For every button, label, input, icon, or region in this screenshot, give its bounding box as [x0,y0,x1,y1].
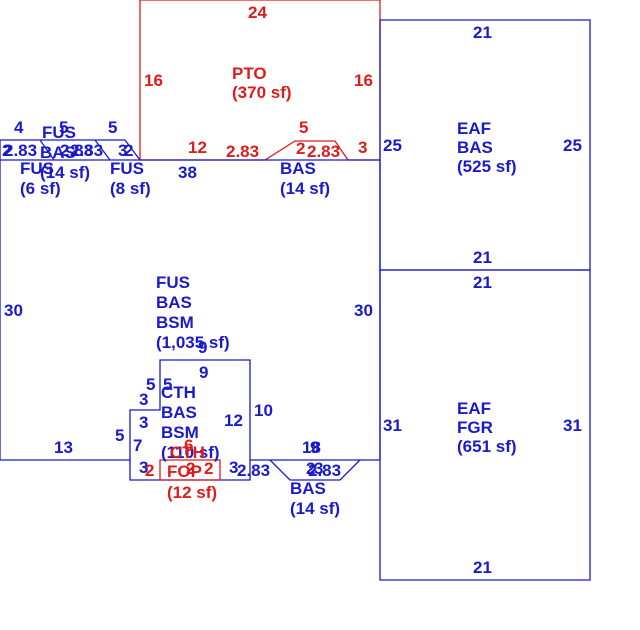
dim-pto-bay-3: 3 [358,138,367,157]
dim-cth-left-5: 5 [115,426,124,445]
main-outline [0,159,381,461]
dim-cth-notch-3b: 3 [139,413,148,432]
dim-pto-bay-mid: 2 [296,139,305,158]
dim-fop-2a: 2 [145,461,154,480]
dim-cth-right: 12 [224,411,243,430]
dim-main-bottom: 13 [54,438,73,457]
dim-eaf-fgr-bottom: 21 [473,558,492,577]
dim-ul-3: 3 [118,141,127,160]
eaf-bas-label-2: BAS [457,138,493,157]
dim-main-top: 38 [178,163,197,182]
fop-label-2: (12 sf) [167,483,217,502]
main-label-1: FUS [156,273,190,292]
eaf-bas-label-1: EAF [457,119,491,138]
dim-eaf-bas-top: 21 [473,23,492,42]
dim-fop-6: 6 [184,436,193,455]
dim-cth-right-2: 10 [254,401,273,420]
fus-8-label-1: FUS [110,159,144,178]
dim-main-left: 30 [4,301,23,320]
eaf-fgr-label-2: FGR [457,418,493,437]
fus-bas-14-label-2: BAS [40,143,76,162]
dim-cth-left-3: 3 [139,458,148,477]
eaf-fgr-label-1: EAF [457,399,491,418]
dim-bay-bottom-3: 3 [314,459,323,478]
dim-cth-notch-3a: 3 [139,390,148,409]
fus-6-label-2: (6 sf) [20,179,61,198]
dim-pto-top: 24 [248,3,267,22]
dim-pto-bay-right: 2.83 [307,142,340,161]
dim-cth-notch-5: 5 [146,375,155,394]
dim-eaf-bas-right: 25 [563,136,582,155]
fop-label-1: FOP [167,462,202,481]
main-label-3: BSM [156,313,194,332]
dim-ul-5b: 5 [108,118,117,137]
cth-label-2: BAS [161,403,197,422]
fop-overlap-label: CTH [170,443,205,462]
pto-label-2: (370 sf) [232,83,292,102]
fus-bas-14-label-3: (14 sf) [40,163,90,182]
fus-6-label-1: FUS [20,159,54,178]
dim-cth-top-2: 9 [199,363,208,382]
bay-bottom-label-1: BAS [290,479,326,498]
dim-eaf-fgr-top: 21 [473,273,492,292]
bay-bottom-outline [269,459,361,481]
dim-eaf-fgr-left: 31 [383,416,402,435]
dim-bay-bottom-2: 2 [306,459,315,478]
dim-ul-2a: 2 [2,141,11,160]
dim-ul-2b: 2 [124,141,133,160]
dim-pto-bottom: 12 [188,138,207,157]
upper-left-bumpouts [0,139,141,161]
eaf-fgr-outline [379,269,591,581]
dim-main-right: 30 [354,301,373,320]
cth-label-4: (110 sf) [161,443,220,462]
fop-outline [159,459,221,481]
bay-bottom-label-2: (14 sf) [290,499,340,518]
dim-ul-283a: 2.83 [4,141,37,160]
dim-pto-bay-left: 2.83 [226,142,259,161]
pto-label-1: PTO [232,64,267,83]
dim-main-bottom-right: 18 [302,438,321,457]
dim-ul-4: 4 [14,118,24,137]
cth-label-3: BSM [161,423,199,442]
main-label-2: BAS [156,293,192,312]
bay-top-label-1: BAS [280,159,316,178]
dim-ul-283b: 2.83 [60,141,93,160]
dim-cth-notch-5b: 5 [163,375,172,394]
main-label-4: (1,035 sf) [156,333,230,352]
dim-cth-left-7: 7 [133,436,142,455]
dim-cth-bottom-3: 3 [229,458,238,477]
eaf-bas-label-3: (525 sf) [457,157,517,176]
fus-8-label-2: (8 sf) [110,179,151,198]
dim-fop-2c: 2 [204,459,213,478]
dim-ul-283c: 2.83 [70,141,103,160]
cth-label-1: CTH [161,383,196,402]
dim-main-bottom-right-2: 9 [310,438,319,457]
dim-fop-2b: 2 [186,459,195,478]
dim-pto-left: 16 [144,71,163,90]
bay-top-label-2: (14 sf) [280,179,330,198]
fus-bas-14-label-1: FUS [42,123,76,142]
dim-eaf-bas-left: 25 [383,136,402,155]
dim-pto-bay-top: 5 [299,118,308,137]
dim-bay-bottom-right: 2.83 [308,461,341,480]
dim-ul-5a: 5 [59,118,68,137]
dim-eaf-fgr-right: 31 [563,416,582,435]
dim-eaf-bas-bottom: 21 [473,248,492,267]
dim-bay-bottom-left: 2.83 [237,461,270,480]
dim-cth-top: 9 [198,338,207,357]
eaf-fgr-label-3: (651 sf) [457,437,517,456]
dim-pto-right: 16 [354,71,373,90]
